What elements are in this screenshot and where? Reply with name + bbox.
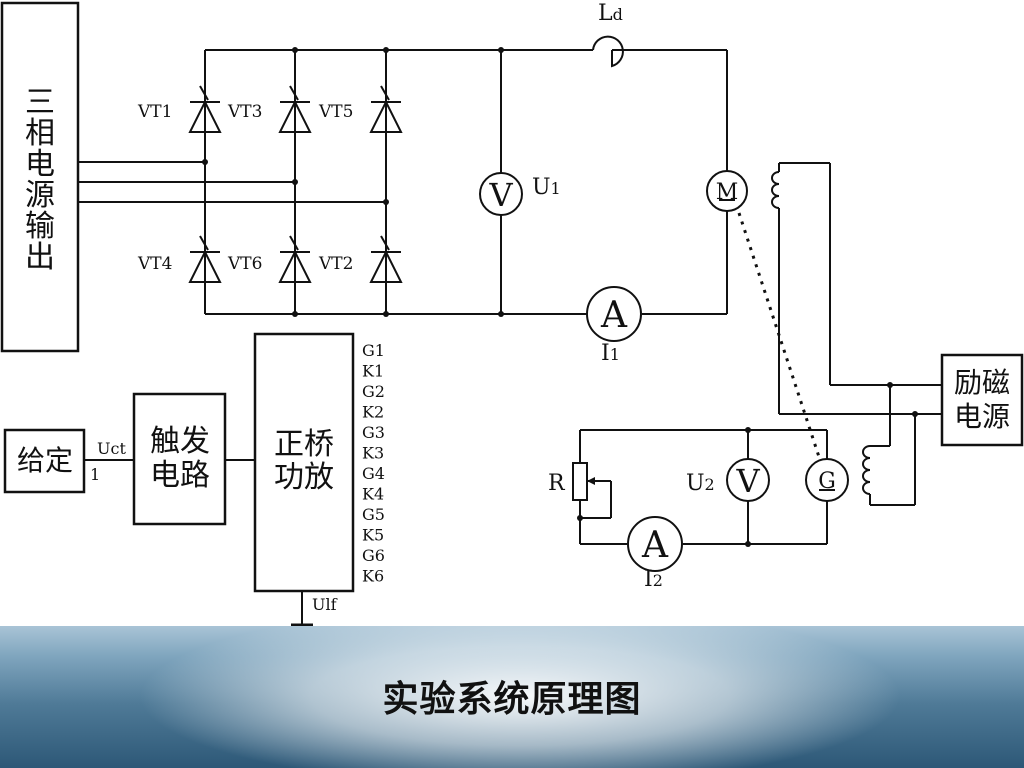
vt3-label: VT3 (227, 102, 262, 122)
excitation-box (940, 353, 1024, 447)
i1-label: I1 (601, 341, 620, 366)
thyristor-vt6 (278, 235, 312, 283)
title-banner (0, 626, 1024, 768)
v2-symbol: V (735, 462, 760, 500)
a2-symbol: A (641, 525, 669, 566)
thyristor-vt4 (188, 235, 222, 283)
vt1-label: VT1 (137, 102, 172, 122)
source-label-char: 三 (25, 85, 55, 120)
setpoint-label: 给定 (17, 444, 73, 477)
thyristor-vt3 (278, 85, 312, 133)
source-box (0, 1, 80, 353)
i2-label: I2 (644, 567, 663, 592)
thyristor-labels: VT1 VT3 VT5 VT4 VT6 VT2 (137, 102, 353, 274)
vt5-label: VT5 (318, 102, 353, 122)
motor-symbol: M (716, 180, 739, 205)
thyristor-vt5 (369, 85, 403, 133)
pin-label: K2 (362, 403, 384, 422)
source-label-char: 输 (25, 209, 55, 244)
thyristor-vt1 (188, 85, 222, 133)
pin-label: G3 (362, 423, 385, 442)
uct-label: Uct (97, 439, 126, 458)
vt2-label: VT2 (318, 254, 353, 274)
amplifier-box (253, 332, 355, 593)
r-label: R (548, 471, 566, 496)
page-title: 实验系统原理图 (382, 679, 642, 720)
source-label-char: 相 (25, 116, 55, 151)
trigger-label-2: 电路 (150, 458, 210, 493)
generator-field-coil (862, 385, 916, 506)
a1-symbol: A (600, 295, 628, 336)
pin-label: G1 (362, 341, 385, 360)
ammeter-2 (627, 516, 683, 572)
motor-field-coil (771, 162, 942, 415)
excitation-label-2: 电源 (954, 400, 1010, 433)
source-label-char: 出 (25, 240, 55, 275)
resistor-r (572, 462, 588, 501)
vt4-label: VT4 (137, 254, 172, 274)
pin-label: K6 (362, 567, 384, 586)
ulf-label: Ulf (312, 595, 338, 614)
generator-symbol: G (818, 469, 836, 494)
excitation-label-1: 励磁 (954, 366, 1010, 399)
ld-label: Ld (598, 1, 623, 26)
source-label-char: 源 (25, 178, 55, 213)
uct-sub-label: 1 (90, 465, 100, 484)
motor (706, 170, 748, 212)
amplifier-label-1: 正桥 (274, 427, 334, 462)
pin-label: K1 (362, 362, 384, 381)
u2-label: U2 (686, 471, 715, 496)
voltmeter-2 (726, 458, 770, 502)
pin-label: G4 (362, 464, 385, 483)
pin-label: K5 (362, 526, 384, 545)
pin-label: G6 (362, 546, 385, 565)
source-label-char: 电 (25, 147, 55, 182)
pin-label: K3 (362, 444, 384, 463)
u1-label: U1 (532, 175, 561, 200)
pin-label: G2 (362, 382, 385, 401)
vt6-label: VT6 (227, 254, 262, 274)
pin-label: G5 (362, 505, 385, 524)
trigger-label-1: 触发 (150, 424, 210, 459)
generator (805, 458, 849, 502)
v1-symbol: V (488, 176, 513, 214)
thyristor-vt2 (369, 235, 403, 283)
voltmeter-1 (479, 172, 523, 216)
amplifier-label-2: 功放 (274, 460, 334, 495)
pin-label: K4 (362, 485, 384, 504)
ammeter-1 (586, 286, 642, 342)
